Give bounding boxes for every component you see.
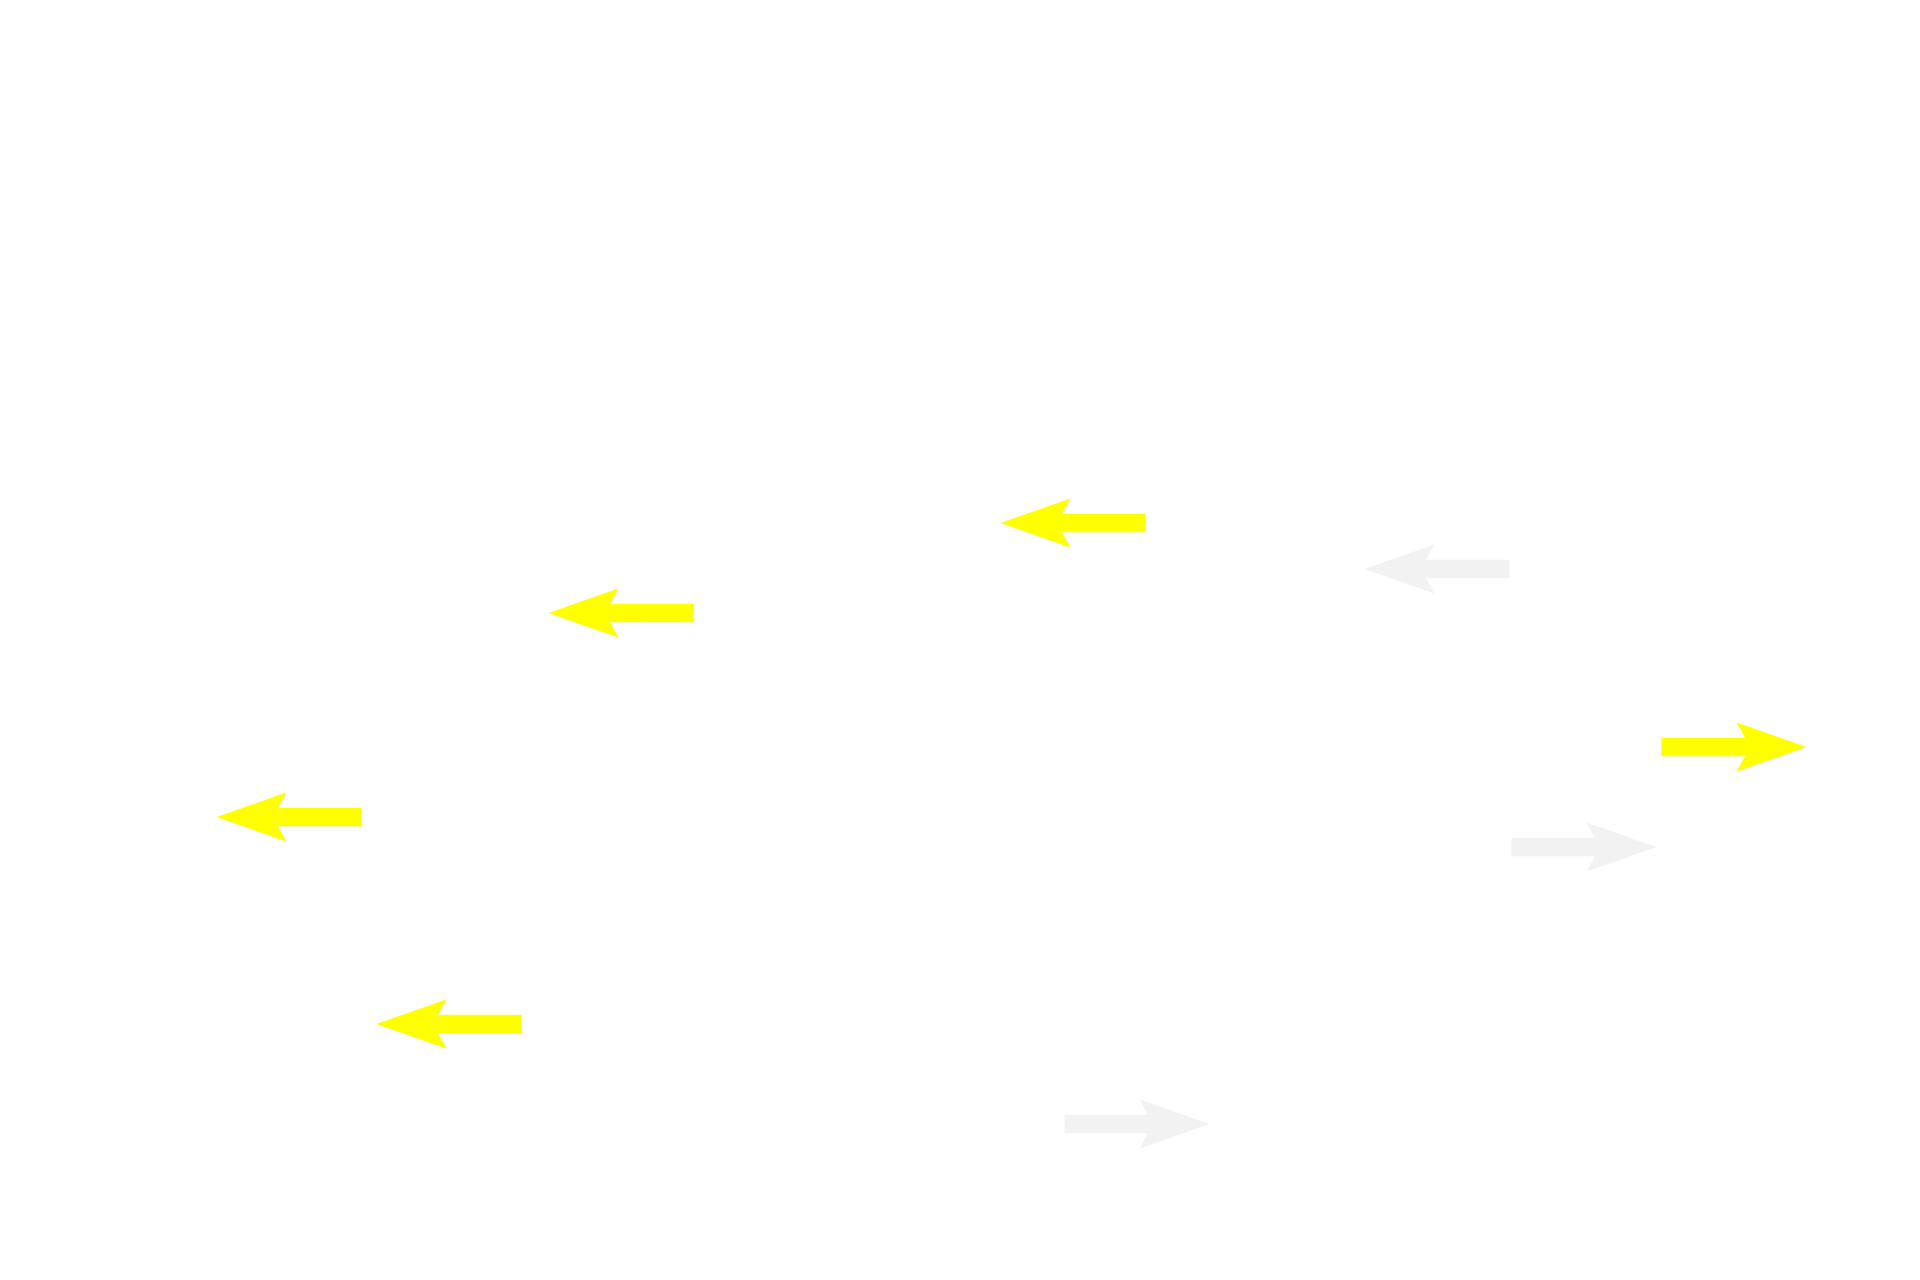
arrow-left-icon [548, 588, 694, 638]
arrows-layer [216, 498, 1807, 1149]
arrow-left-icon [216, 792, 362, 842]
arrow-right-icon [1064, 1099, 1210, 1149]
arrow-left-icon [1364, 544, 1510, 594]
arrow-left-icon [1000, 498, 1146, 548]
arrow-right-icon [1661, 722, 1807, 772]
arrow-left-icon [376, 999, 522, 1049]
arrow-right-icon [1511, 822, 1657, 872]
